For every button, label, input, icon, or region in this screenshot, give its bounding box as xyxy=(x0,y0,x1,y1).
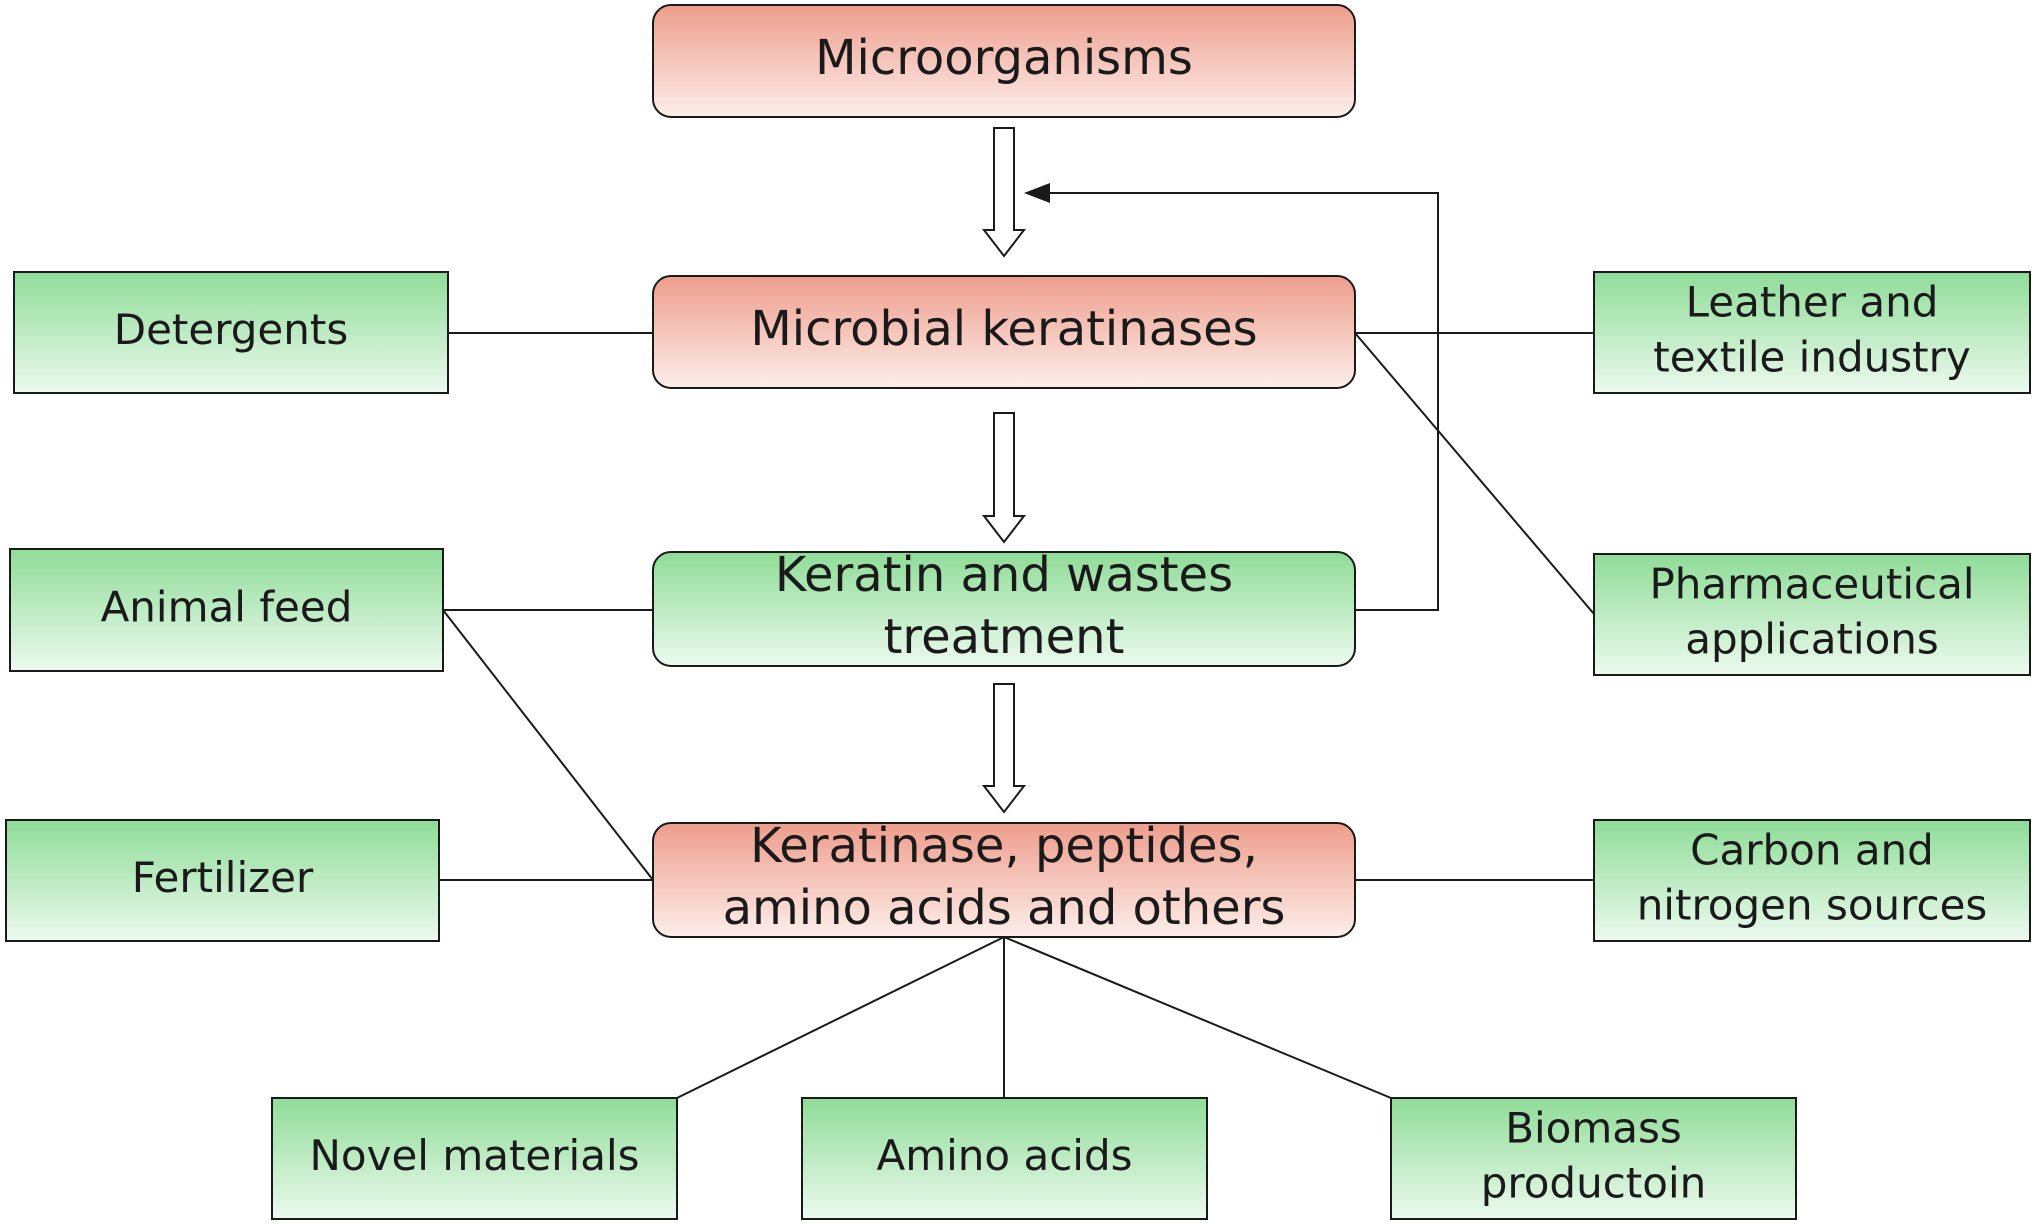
biomass-box xyxy=(1390,1097,1797,1220)
novel_materials-box xyxy=(271,1097,678,1220)
node-pharmaceutical: Pharmaceutical applications xyxy=(1593,553,2031,676)
carbon_nitrogen-label-line: Carbon and xyxy=(1690,826,1934,875)
node-keratin-treatment: Keratin and wastes treatment xyxy=(652,547,1356,667)
amino_acids-label-line: Amino acids xyxy=(876,1131,1132,1180)
biomass-label-line: productoin xyxy=(1481,1158,1707,1207)
line-products-biomass xyxy=(1003,936,1392,1099)
amino_acids-box xyxy=(801,1097,1208,1220)
arrow-keratinases-to-treatment xyxy=(981,412,1027,544)
node-microorganisms: Microorganisms xyxy=(652,4,1356,118)
node-fertilizer: Fertilizer xyxy=(5,819,440,942)
pharmaceutical-label-line: Pharmaceutical xyxy=(1649,560,1974,609)
fertilizer-box xyxy=(5,819,440,942)
products-label-line: amino acids and others xyxy=(723,880,1286,936)
line-keratinases-pharmaceutical xyxy=(1354,332,1595,615)
arrow-treatment-to-products xyxy=(981,683,1027,814)
microorganisms-label-line: Microorganisms xyxy=(815,30,1193,86)
node-biomass: Biomass productoin xyxy=(1390,1097,1797,1220)
node-layer: Microorganisms Microbial keratinases Ker… xyxy=(5,4,2031,1220)
detergents-box xyxy=(13,271,449,394)
leather-label-line: Leather and xyxy=(1686,278,1939,327)
leather-label-line: textile industry xyxy=(1653,332,1970,381)
node-microbial-keratinases: Microbial keratinases xyxy=(652,275,1356,389)
node-leather-textile: Leather and textile industry xyxy=(1593,271,2031,394)
products-label-line: Keratinase, peptides, xyxy=(750,818,1258,874)
node-novel-materials: Novel materials xyxy=(271,1097,678,1220)
animal_feed-label-line: Animal feed xyxy=(101,583,353,632)
leather-box xyxy=(1593,271,2031,394)
pharmaceutical-box xyxy=(1593,553,2031,676)
arrow-microorganisms-to-keratinases xyxy=(981,127,1027,258)
keratin_treatment-label-line: Keratin and wastes xyxy=(775,547,1233,603)
microorganisms-box xyxy=(652,4,1356,118)
keratinases-label-line: Microbial keratinases xyxy=(750,301,1257,357)
animal_feed-box xyxy=(9,548,444,672)
keratin_treatment-label-line: treatment xyxy=(884,609,1125,665)
line-products-animal-feed xyxy=(442,609,654,881)
keratin_treatment-box xyxy=(652,551,1356,667)
feedback-arrowhead xyxy=(1024,183,1050,203)
carbon_nitrogen-label-line: nitrogen sources xyxy=(1637,880,1988,929)
novel_materials-label-line: Novel materials xyxy=(309,1131,639,1180)
line-products-novel-materials xyxy=(676,936,1005,1099)
fertilizer-label-line: Fertilizer xyxy=(132,853,314,902)
biomass-label-line: Biomass xyxy=(1505,1104,1682,1153)
pharmaceutical-label-line: applications xyxy=(1685,614,1939,663)
connector-layer xyxy=(439,127,1595,1099)
node-carbon-nitrogen: Carbon and nitrogen sources xyxy=(1593,819,2031,942)
node-animal-feed: Animal feed xyxy=(9,548,444,672)
node-detergents: Detergents xyxy=(13,271,449,394)
products-box xyxy=(652,822,1356,938)
carbon_nitrogen-box xyxy=(1593,819,2031,942)
keratinases-box xyxy=(652,275,1356,389)
node-products: Keratinase, peptides, amino acids and oth… xyxy=(652,818,1356,938)
node-amino-acids: Amino acids xyxy=(801,1097,1208,1220)
feedback-line-treatment-to-keratinases xyxy=(1048,192,1439,611)
detergents-label-line: Detergents xyxy=(114,305,349,354)
